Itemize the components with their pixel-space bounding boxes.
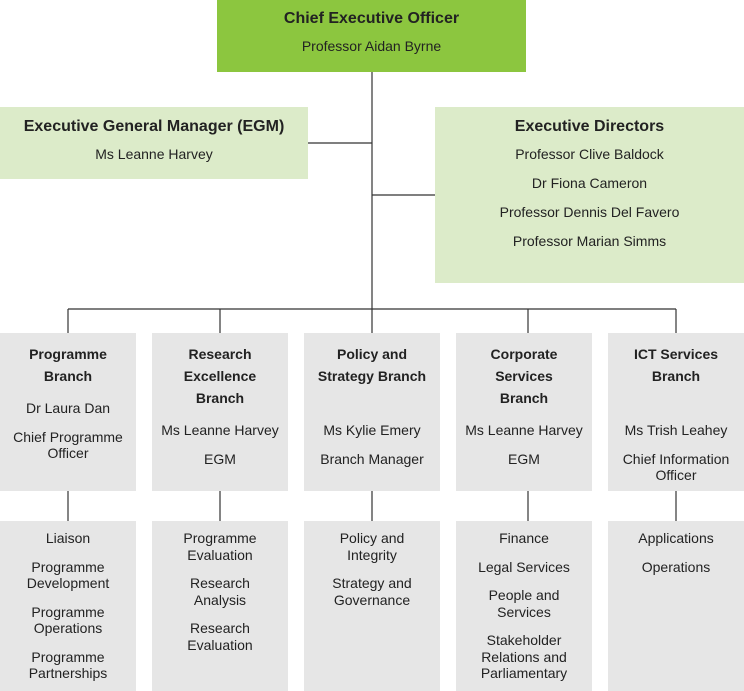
branch-title: Research Excellence Branch (152, 343, 288, 409)
subunit-line: Services (497, 603, 551, 620)
subunits-research-excellence: Programme Evaluation Research Analysis R… (152, 521, 288, 691)
director-name: Professor Dennis Del Favero (499, 204, 680, 220)
branch-role-line: Chief Information (622, 451, 730, 467)
director-name: Professor Clive Baldock (515, 146, 664, 162)
branch-corporate-services: Corporate Services Branch Ms Leanne Harv… (456, 333, 592, 491)
subunit-line: Partnerships (28, 665, 108, 681)
branch-person: Ms Trish Leahey (624, 422, 728, 438)
branch-title-line: Branch (499, 390, 549, 406)
branch-title-line: ICT Services (633, 346, 719, 362)
subunit: Programme Operations (0, 604, 136, 637)
egm-title: Executive General Manager (EGM) (23, 118, 285, 135)
branch-role: Chief Information Officer (608, 451, 744, 483)
director-name: Dr Fiona Cameron (531, 175, 648, 191)
subunit: Legal Services (456, 559, 592, 576)
branch-title-line: Corporate (490, 346, 558, 362)
subunit: Liaison (0, 530, 136, 547)
branch-research-excellence: Research Excellence Branch Ms Leanne Har… (152, 333, 288, 491)
branch-role-line: Officer (47, 445, 89, 461)
branch-title: Corporate Services Branch (456, 343, 592, 409)
subunit-line: Operations (33, 620, 103, 636)
subunits-ict-services: Applications Operations (608, 521, 744, 691)
subunit-line: Development (26, 575, 110, 591)
branch-policy-strategy: Policy and Strategy Branch Ms Kylie Emer… (304, 333, 440, 491)
branch-role-line: Branch Manager (320, 451, 424, 467)
ceo-box: Chief Executive Officer Professor Aidan … (217, 0, 526, 72)
branch-person: Ms Kylie Emery (323, 422, 421, 438)
subunit-line: Evaluation (187, 636, 253, 653)
branch-title: ICT Services Branch (608, 343, 744, 387)
branch-role: EGM (152, 451, 288, 467)
subunit-line: Research (190, 575, 250, 591)
branch-role-line: EGM (508, 451, 540, 467)
branch-title-line: Policy and (336, 346, 408, 362)
ceo-title: Chief Executive Officer (283, 10, 460, 27)
subunit-line: Integrity (347, 546, 397, 563)
subunit-line: Programme (183, 530, 257, 546)
subunit-line: Applications (638, 530, 714, 546)
subunit: Operations (608, 559, 744, 576)
branch-title-line: Research (188, 346, 252, 362)
branch-role: Chief Programme Officer (0, 429, 136, 461)
subunit-line: Programme (31, 558, 105, 575)
subunit: Stakeholder Relations and Parliamentary (456, 632, 592, 682)
subunit: Programme Partnerships (0, 649, 136, 682)
subunit: Strategy and Governance (304, 575, 440, 608)
subunit: Finance (456, 530, 592, 547)
branch-role: EGM (456, 451, 592, 467)
branch-role-line: Officer (655, 467, 697, 483)
branch-person: Ms Leanne Harvey (161, 422, 279, 438)
subunit-line: People and (488, 587, 560, 603)
subunit-line: Parliamentary (480, 665, 568, 681)
subunits-programme: Liaison Programme Development Programme … (0, 521, 136, 691)
subunit-line: Liaison (45, 530, 91, 546)
branch-title-line: Excellence (183, 368, 257, 384)
subunit: Policy and Integrity (304, 530, 440, 563)
egm-box: Executive General Manager (EGM) Ms Leann… (0, 107, 308, 179)
branch-role-line: EGM (204, 451, 236, 467)
branch-programme: Programme Branch Dr Laura Dan Chief Prog… (0, 333, 136, 491)
subunit-line: Research (190, 620, 250, 636)
branch-ict-services: ICT Services Branch Ms Trish Leahey Chie… (608, 333, 744, 491)
branch-role-line: Chief Programme (13, 429, 123, 445)
subunit-line: Policy and (339, 530, 405, 546)
director-name: Professor Marian Simms (512, 233, 667, 249)
branch-title: Policy and Strategy Branch (304, 343, 440, 387)
subunit: Programme Development (0, 559, 136, 592)
subunit: People and Services (456, 587, 592, 620)
branch-role: Branch Manager (304, 451, 440, 467)
subunit-line: Relations and (481, 648, 567, 665)
branch-title-line: Programme (29, 346, 107, 362)
subunit-line: Evaluation (187, 546, 253, 563)
subunit: Research Analysis (152, 575, 288, 608)
executive-directors-box: Executive Directors Professor Clive Bald… (435, 107, 744, 283)
branch-title: Programme Branch (0, 343, 136, 387)
directors-title: Executive Directors (514, 118, 665, 135)
branch-title-line: Branch (195, 390, 245, 406)
subunit-line: Programme (31, 603, 105, 620)
subunit-line: Legal Services (478, 558, 570, 575)
branch-title-line: Branch (43, 368, 93, 384)
subunit: Programme Evaluation (152, 530, 288, 563)
branch-person: Dr Laura Dan (25, 400, 111, 416)
subunit: Applications (608, 530, 744, 547)
branch-title-line: Services (495, 368, 553, 384)
subunits-policy-strategy: Policy and Integrity Strategy and Govern… (304, 521, 440, 691)
branch-title-line: Branch (651, 368, 701, 384)
subunit-line: Finance (499, 530, 549, 546)
subunit-line: Governance (333, 591, 411, 608)
subunits-corporate-services: Finance Legal Services People and Servic… (456, 521, 592, 691)
subunit-line: Operations (641, 558, 711, 575)
branch-title-line: Strategy Branch (317, 368, 427, 384)
subunit: Research Evaluation (152, 620, 288, 653)
egm-name: Ms Leanne Harvey (95, 146, 213, 162)
subunit-line: Strategy and (332, 575, 412, 591)
branch-person: Ms Leanne Harvey (465, 422, 583, 438)
subunit-line: Analysis (193, 591, 247, 608)
ceo-name: Professor Aidan Byrne (301, 38, 442, 54)
subunit-line: Programme (31, 648, 105, 665)
subunit-line: Stakeholder (486, 632, 562, 648)
